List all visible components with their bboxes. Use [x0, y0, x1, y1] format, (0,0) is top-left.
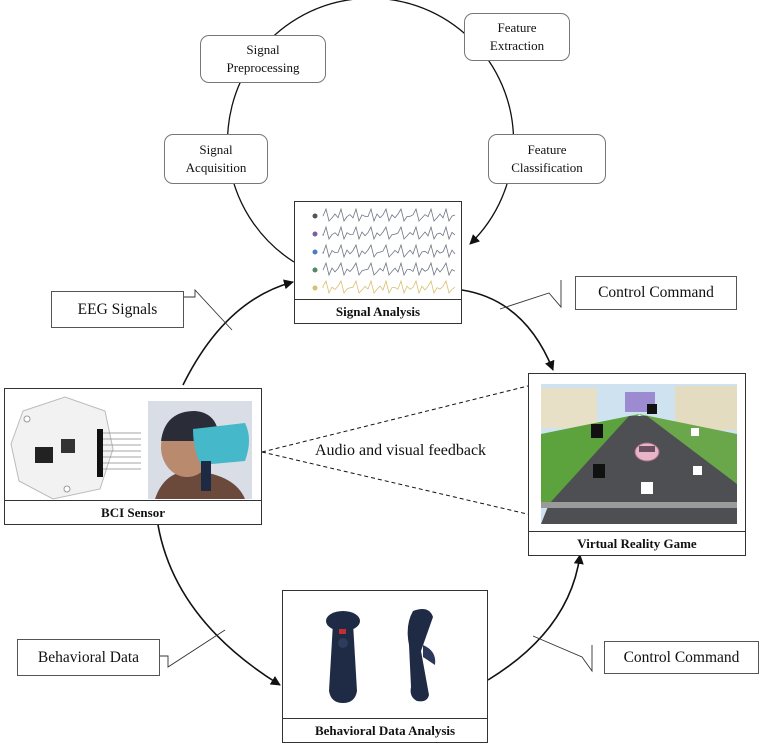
signal-analysis-panel: Signal Analysis [294, 201, 462, 324]
road-curb [541, 502, 737, 508]
feature-extraction-box: Feature Extraction [464, 13, 570, 61]
vr-game-panel: Virtual Reality Game [528, 373, 746, 556]
board-hole-2 [63, 485, 71, 493]
bci-sensor-panel: BCI Sensor [4, 388, 262, 525]
eeg-channel-marker [312, 285, 318, 291]
signal-acquisition-label: Signal Acquisition [185, 142, 247, 175]
vr-controllers-image [326, 609, 436, 703]
controller-right-body [407, 609, 433, 702]
eeg-channel-marker [312, 231, 318, 237]
behavioral-analysis-panel: Behavioral Data Analysis [282, 590, 488, 743]
building-left [541, 388, 597, 428]
headset-strap [201, 461, 211, 491]
eeg-signals-label: EEG Signals [77, 300, 158, 318]
signal-acquisition-box: Signal Acquisition [164, 134, 268, 184]
eeg-trace [322, 279, 456, 295]
obstacle-2 [593, 464, 605, 478]
feedback-dashed-line-bottom [261, 451, 541, 518]
feature-classification-label: Feature Classification [511, 142, 583, 175]
controller-left-button [339, 629, 346, 634]
controller-left-body [329, 623, 357, 703]
control-command-bottom-callout [532, 635, 593, 673]
vr-headset [193, 423, 249, 465]
eeg-trace [322, 225, 456, 241]
road [541, 416, 737, 524]
behavioral-analysis-caption: Behavioral Data Analysis [283, 718, 487, 742]
control-command-arrow-top [461, 289, 555, 371]
target-2 [693, 466, 702, 475]
behavioral-data-label: Behavioral Data [37, 648, 140, 666]
target-1 [691, 428, 699, 436]
control-command-top-label-box: Control Command [575, 276, 737, 310]
obstacle-3 [647, 404, 657, 414]
control-command-arrow-bottom [487, 554, 584, 681]
control-command-bottom-label: Control Command [623, 648, 740, 666]
bci-sensor-image [10, 396, 252, 500]
pink-car-window [639, 446, 655, 452]
control-command-top-callout [499, 280, 562, 310]
behavioral-data-label-box: Behavioral Data [17, 639, 160, 676]
controller-right-trigger [423, 645, 436, 665]
signal-preprocessing-label: Signal Preprocessing [226, 42, 300, 75]
person-body [155, 470, 245, 499]
feedback-label: Audio and visual feedback [315, 442, 487, 459]
eeg-channel-marker [312, 213, 318, 219]
control-command-top-label: Control Command [598, 284, 714, 301]
controller-left-pad [338, 638, 348, 648]
signal-analysis-caption: Signal Analysis [295, 299, 461, 323]
signal-preprocessing-box: Signal Preprocessing [200, 35, 326, 83]
board-hole-1 [23, 415, 31, 423]
vr-game-caption: Virtual Reality Game [529, 531, 745, 555]
board-chip-1 [35, 447, 53, 463]
bci-sensor-caption: BCI Sensor [5, 500, 261, 524]
feedback-dashed-line-top [261, 382, 541, 453]
eeg-signals-arrow [182, 279, 294, 386]
control-command-bottom-label-box: Control Command [604, 641, 759, 674]
obstacle-1 [591, 424, 603, 438]
eeg-traces-image [312, 207, 456, 295]
feature-classification-box: Feature Classification [488, 134, 606, 184]
behavioral-data-callout [160, 629, 226, 668]
eeg-signals-callout [184, 288, 233, 331]
board-chip-2 [61, 439, 75, 453]
vr-game-screenshot [541, 384, 737, 524]
building-right [675, 386, 737, 430]
eeg-trace [322, 261, 456, 277]
eeg-channel-marker [312, 249, 318, 255]
eeg-trace [322, 207, 456, 223]
eeg-channel-marker [312, 267, 318, 273]
board-pin-header [97, 429, 103, 477]
eeg-trace [322, 243, 456, 259]
feature-extraction-label: Feature Extraction [489, 20, 545, 53]
target-3 [641, 482, 653, 494]
eeg-signals-label-box: EEG Signals [51, 291, 184, 328]
behavioral-data-arrow [157, 524, 281, 686]
